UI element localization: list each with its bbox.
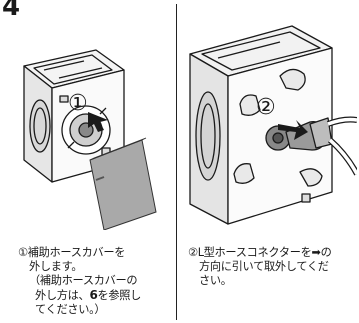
column-divider	[176, 4, 177, 320]
callout-2: ②	[256, 95, 276, 120]
caption-right-line2: 方向に引いて取外してくだ	[199, 260, 329, 273]
caption-left-line4: 外し方は、6を参照し	[18, 288, 174, 303]
caption-left: ①補助ホースカバーを 外します。 （補助ホースカバーの 外し方は、6を参照し て…	[18, 246, 174, 317]
illustration-remove-hose-cover: ①	[23, 49, 157, 230]
hose-cover-plate	[89, 137, 157, 230]
pull-arrow-icon	[88, 112, 108, 132]
illustration-remove-l-connector: ②	[189, 25, 357, 225]
caption-left-line2: 外します。	[29, 260, 83, 273]
arrow-icon: ➡	[311, 246, 321, 259]
step-number: 4	[2, 0, 21, 22]
callout-1: ①	[68, 91, 88, 116]
caption-left-line3: （補助ホースカバーの	[29, 274, 138, 287]
caption-left-line4c: を参照し	[97, 289, 142, 302]
caption-right-line1a: ②L型ホースコネクターを	[188, 246, 312, 259]
caption-right-line3: さい。	[199, 274, 232, 287]
caption-left-line4a: 外し方は、	[35, 289, 90, 302]
caption-left-line5: てください。）	[35, 303, 106, 316]
caption-left-line1: ①補助ホースカバーを	[18, 246, 126, 259]
step-reference: 6	[89, 288, 98, 302]
caption-right: ②L型ホースコネクターを➡の 方向に引いて取外してくだ さい。	[188, 246, 356, 288]
pull-arrow-icon	[278, 120, 308, 140]
caption-right-line1: ②L型ホースコネクターを➡の	[188, 246, 356, 260]
caption-right-line1c: の	[320, 246, 332, 259]
